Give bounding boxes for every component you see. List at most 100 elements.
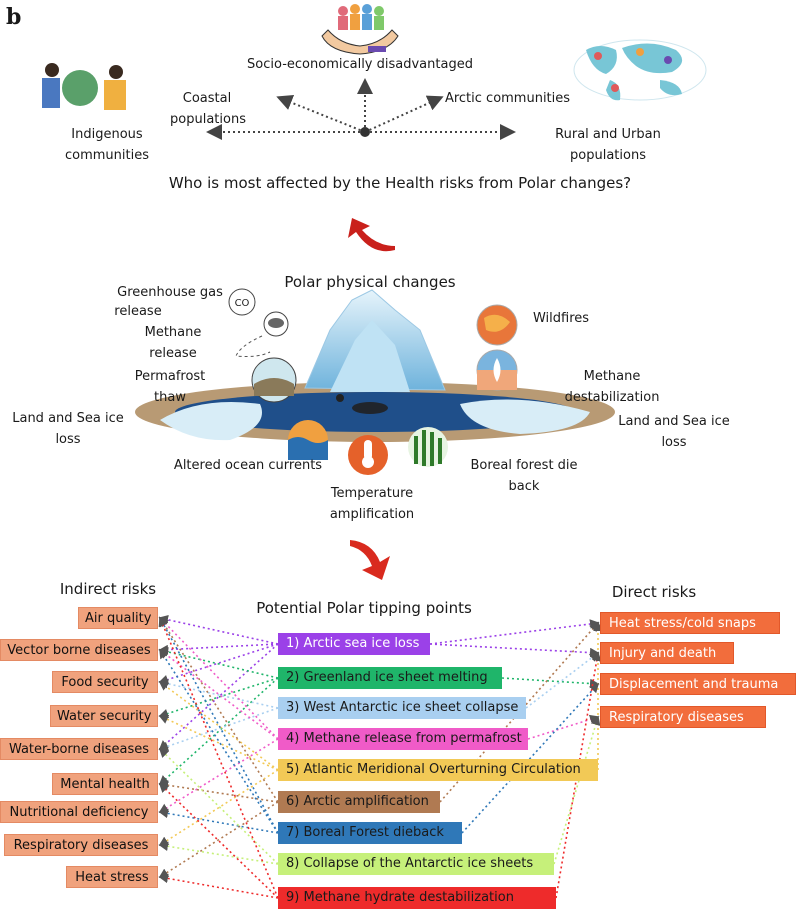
connection-line (158, 647, 279, 679)
connection-line (429, 619, 600, 645)
label-permafrost: Permafrost (134, 369, 206, 384)
label-greenhouse-gas: Greenhouse gas (117, 285, 223, 300)
direct-risk-displacement: Displacement and trauma (600, 673, 796, 695)
label-boreal-forest: Boreal forest die (470, 458, 578, 473)
label-populations: populations (170, 112, 246, 127)
label-loss-left: loss (55, 432, 81, 447)
indigenous-people-icon (42, 63, 126, 110)
connection-line (158, 738, 279, 813)
indirect-risk-water-security: Water security (50, 705, 158, 727)
label-die-back: back (508, 479, 540, 494)
indirect-risk-water-borne: Water-borne diseases (0, 738, 158, 760)
direct-risk-injury-death: Injury and death (600, 642, 734, 664)
label-arctic-communities: Arctic communities (444, 91, 571, 106)
tipping-point-5: 5) Atlantic Meridional Overturning Circu… (278, 759, 598, 781)
label-altered-ocean-currents: Altered ocean currents (173, 458, 323, 473)
label-communities: communities (65, 148, 149, 163)
label-methane: Methane (144, 325, 202, 340)
tipping-point-6: 6) Arctic amplification (278, 791, 440, 813)
tipping-point-3: 3) West Antarctic ice sheet collapse (278, 697, 526, 719)
methane-hydrate-icon (476, 349, 518, 391)
tipping-point-2: 2) Greenland ice sheet melting (278, 667, 502, 689)
connection-line (158, 616, 279, 899)
label-indigenous: Indigenous (71, 127, 143, 142)
connection-line (158, 808, 279, 834)
tipping-point-8: 8) Collapse of the Antarctic ice sheets (278, 853, 554, 875)
connection-line (158, 643, 279, 751)
indirect-risk-nutritional: Nutritional deficiency (0, 801, 158, 823)
indirect-risk-vector-borne: Vector borne diseases (0, 639, 158, 661)
connection-line (158, 643, 279, 685)
label-wildfires: Wildfires (532, 311, 590, 326)
tipping-points-title: Potential Polar tipping points (256, 599, 472, 617)
connection-line (158, 679, 279, 709)
connection-line (158, 707, 279, 751)
world-map-icon (573, 39, 707, 101)
connection-line (158, 677, 279, 786)
label-coastal: Coastal (182, 91, 232, 106)
connection-line (527, 714, 600, 740)
panel-label: b (6, 4, 22, 30)
boreal-forest-icon (408, 427, 448, 467)
tipping-point-4: 4) Methane release from permafrost (278, 728, 528, 750)
label-loss-right: loss (661, 435, 687, 450)
thermometer-icon (348, 435, 388, 475)
co2-cloud-icon: CO (228, 288, 289, 357)
label-socio-economically-disadvantaged: Socio-economically disadvantaged (247, 57, 473, 72)
connection-line (159, 616, 279, 803)
permafrost-icon (251, 357, 297, 403)
label-thaw: thaw (154, 390, 186, 405)
label-temperature: Temperature (330, 486, 414, 501)
indirect-risk-air-quality: Air quality (78, 607, 158, 629)
down-curved-arrow (350, 540, 390, 580)
indirect-risk-mental-health: Mental health (52, 773, 158, 795)
question-title: Who is most affected by the Health risks… (168, 174, 632, 192)
direct-risks-title: Direct risks (611, 583, 697, 601)
connection-line (461, 682, 600, 834)
affected-groups-arrows (206, 78, 516, 140)
connection-line (158, 615, 279, 645)
label-destabilization: destabilization (564, 390, 660, 405)
up-curved-arrow (348, 218, 395, 252)
direct-risk-respiratory: Respiratory diseases (600, 706, 766, 728)
tipping-point-7: 7) Boreal Forest dieback (278, 822, 462, 844)
label-rural-urban-populations: populations (570, 148, 646, 163)
tipping-point-9: 9) Methane hydrate destabilization (278, 887, 556, 909)
label-ghg-release: release (114, 304, 162, 319)
label-land-sea-ice-left: Land and Sea ice (12, 411, 124, 426)
connection-line (525, 652, 600, 709)
connection-line (501, 677, 600, 689)
connection-line (555, 651, 602, 899)
indirect-risk-food-security: Food security (52, 671, 158, 693)
connection-line (158, 616, 279, 740)
label-methane-release: release (149, 346, 197, 361)
indirect-risk-heat-stress: Heat stress (66, 866, 158, 888)
svg-text:CO: CO (235, 298, 250, 309)
hands-people-icon (321, 4, 399, 55)
label-methane-right: Methane (583, 369, 641, 384)
label-rural-urban: Rural and Urban (555, 127, 661, 142)
direct-risk-heat-cold: Heat stress/cold snaps (600, 612, 780, 634)
hub-dot (360, 127, 370, 137)
ocean-currents-icon (288, 420, 328, 460)
polar-scene-illustration (135, 289, 615, 442)
connection-line (159, 648, 279, 834)
connection-line (158, 714, 279, 771)
label-land-sea-ice-right: Land and Sea ice (618, 414, 730, 429)
indirect-risks-title: Indirect risks (59, 580, 157, 598)
risk-connections (158, 615, 603, 899)
connection-line (158, 780, 279, 803)
connection-line (159, 616, 279, 834)
tipping-point-1: 1) Arctic sea ice loss (278, 633, 430, 655)
connection-line (158, 677, 279, 719)
label-amplification: amplification (329, 507, 415, 522)
polar-changes-title: Polar physical changes (284, 273, 456, 291)
connection-line (158, 782, 279, 899)
connection-line (553, 715, 601, 865)
wildfire-icon (476, 304, 518, 346)
indirect-risk-respiratory: Respiratory diseases (4, 834, 158, 856)
connection-line (429, 643, 600, 658)
connection-line (158, 769, 279, 846)
connection-line (158, 801, 279, 878)
